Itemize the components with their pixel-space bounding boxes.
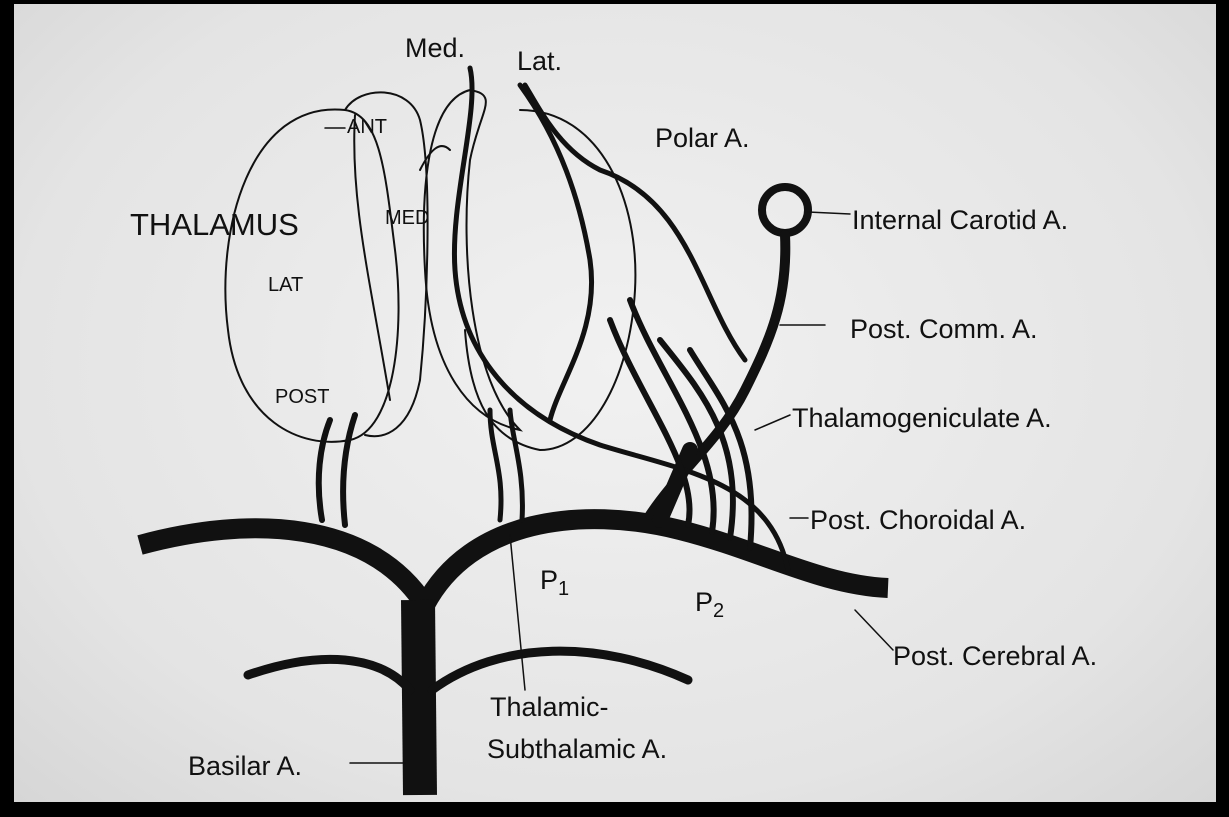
label-post-nucleus: POST: [275, 386, 330, 408]
internal-carotid-circle: [758, 183, 812, 237]
leader-lines: [324, 127, 894, 764]
label-thalamic: Thalamic-: [490, 692, 609, 722]
p1-letter: P: [540, 565, 559, 595]
label-thalamus: THALAMUS: [130, 207, 299, 242]
label-p1: P1: [540, 565, 570, 600]
thalamus-small-bump: [419, 145, 451, 171]
label-med: Med.: [405, 33, 466, 63]
p2-letter: P: [695, 587, 714, 617]
thalamus-vascular-diagram: [137, 65, 894, 796]
posterior-thalamic-branch-1: [315, 417, 333, 523]
post-comm-artery: [645, 230, 791, 520]
thalamus-right-lobe-outline: [464, 109, 637, 452]
thalamogeniculate-1: [607, 317, 693, 528]
superior-cerebellar-right: [427, 646, 693, 695]
label-ant: ANT: [347, 116, 387, 138]
label-post-cerebral: Post. Cerebral A.: [893, 641, 1098, 671]
thalamoperforating-1: [487, 407, 504, 523]
thalamogeniculate-2: [627, 297, 717, 535]
label-p2: P2: [695, 587, 725, 622]
thalamus-right-outline: [422, 88, 524, 432]
label-med-nucleus: MED: [385, 207, 430, 229]
lateral-vessel: [517, 82, 594, 423]
post-comm-stem: [652, 442, 698, 528]
p1-subscript: 1: [558, 578, 570, 600]
thalamogeniculate-3: [657, 337, 736, 541]
label-internal-carotid: Internal Carotid A.: [852, 205, 1069, 235]
thalamogeniculate-4: [687, 347, 755, 551]
diagram-canvas: Med. Lat. Polar A. Internal Carotid A. P…: [14, 4, 1216, 802]
thalamus-left-outline: [224, 108, 400, 443]
label-basilar: Basilar A.: [188, 751, 303, 781]
superior-cerebellar-left: [243, 654, 415, 695]
posterior-thalamic-branch-2: [340, 412, 358, 528]
label-thalamogeniculate: Thalamogeniculate A.: [792, 403, 1052, 433]
thalamus-mid-divider: [353, 114, 391, 401]
medial-vessel: [451, 65, 791, 573]
label-lat-nucleus: LAT: [268, 274, 304, 296]
polar-artery: [522, 82, 748, 363]
label-post-choroidal: Post. Choroidal A.: [810, 505, 1027, 535]
label-lat: Lat.: [517, 46, 563, 76]
thalamus-ant-outline: [344, 91, 429, 438]
label-polar-artery: Polar A.: [655, 123, 750, 153]
label-subthalamic: Subthalamic A.: [487, 734, 668, 764]
basilar-artery: [401, 599, 437, 796]
label-post-comm: Post. Comm. A.: [850, 314, 1038, 344]
posterior-cerebral-artery: [137, 509, 889, 625]
p2-subscript: 2: [713, 600, 725, 622]
thalamoperforating-2: [507, 407, 525, 523]
